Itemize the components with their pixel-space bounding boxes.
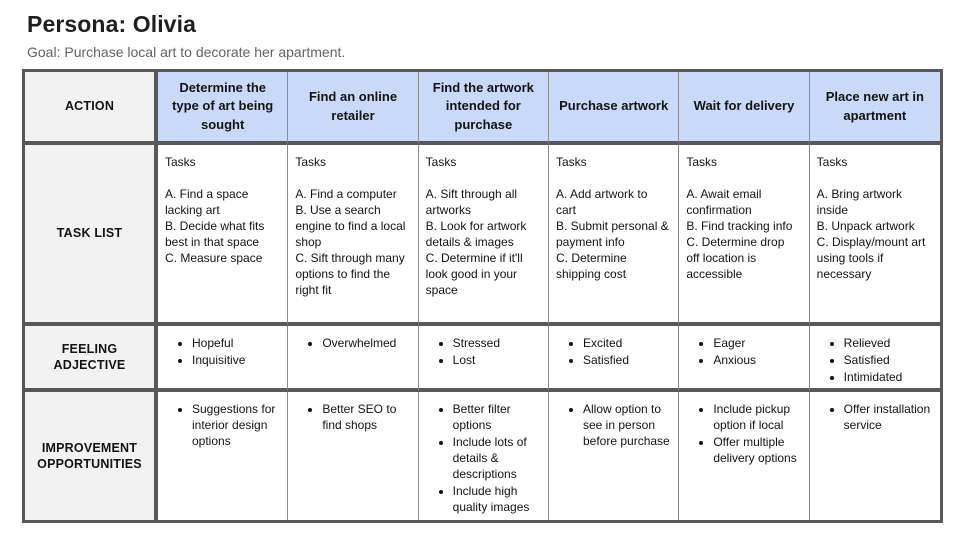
list-item: B. Use a search engine to find a local s… <box>295 203 406 249</box>
feelings-list: EagerAnxious <box>679 326 808 373</box>
list-item: Intimidated <box>844 369 934 385</box>
list-item: Allow option to see in person before pur… <box>583 401 672 449</box>
persona-goal: Goal: Purchase local art to decorate her… <box>27 44 346 60</box>
list-item: Anxious <box>713 352 802 368</box>
list-item: Suggestions for interior design options <box>192 401 281 449</box>
list-item: Include lots of details & descriptions <box>453 434 542 482</box>
list-item: A. Add artwork to cart <box>555 187 648 217</box>
improvements-list: Better SEO to find shops <box>288 392 417 438</box>
list-item: B. Find tracking info <box>686 219 793 233</box>
persona-title: Persona: Olivia <box>27 11 196 37</box>
feelings-list: ExcitedSatisfied <box>549 326 678 373</box>
feelings-cell: EagerAnxious <box>679 326 810 392</box>
list-item: C. Display/mount art using tools if nece… <box>816 235 926 281</box>
row-label-action: ACTION <box>25 72 158 145</box>
list-item: Eager <box>713 335 802 351</box>
list-item: A. Await email confirmation <box>686 187 762 217</box>
list-item: C. Determine drop off location is access… <box>686 235 785 281</box>
list-item: A. Sift through all artworks <box>425 187 518 217</box>
list-item: Satisfied <box>583 352 672 368</box>
list-item: Better SEO to find shops <box>322 401 411 433</box>
feelings-cell: HopefulInquisitive <box>158 326 289 392</box>
stage-header-cell: Place new art in apartment <box>809 72 940 145</box>
list-item: Offer multiple delivery options <box>713 434 802 466</box>
list-item: B. Unpack artwork <box>816 219 915 233</box>
feelings-list: HopefulInquisitive <box>158 326 287 373</box>
list-item: Lost <box>453 352 542 368</box>
tasks-heading: Tasks <box>295 155 327 169</box>
list-item: Hopeful <box>192 335 281 351</box>
list-item: C. Determine shipping cost <box>555 251 627 281</box>
tasks-lines: A. Find a computer B. Use a search engine… <box>295 186 409 298</box>
improvements-cell: Allow option to see in person before pur… <box>549 392 680 520</box>
list-item: Relieved <box>844 335 934 351</box>
list-item: A. Find a space lacking art <box>165 187 249 217</box>
stage-header-cell: Purchase artwork <box>548 72 680 145</box>
feelings-cell: Overwhelmed <box>288 326 419 392</box>
tasks-heading: Tasks <box>816 155 848 169</box>
list-item: Offer installation service <box>844 401 934 433</box>
improvements-list: Better filter optionsInclude lots of det… <box>419 392 548 520</box>
list-item: A. Bring artwork inside <box>816 187 903 217</box>
tasks-heading: Tasks <box>165 155 196 169</box>
tasks-lines: A. Await email confirmation B. Find track… <box>686 186 800 282</box>
list-item: C. Measure space <box>165 251 263 265</box>
list-item: Satisfied <box>844 352 934 368</box>
list-item: C. Sift through many options to find the… <box>295 251 405 297</box>
feelings-cell: ExcitedSatisfied <box>548 326 680 392</box>
feelings-list: Overwhelmed <box>288 326 417 356</box>
list-item: Stressed <box>453 335 542 351</box>
list-item: Include pickup option if local <box>713 401 802 433</box>
stage-header-cell: Find an online retailer <box>288 72 419 145</box>
list-item: A. Find a computer <box>295 187 397 201</box>
tasks-lines: A. Bring artwork inside B. Unpack artwork… <box>817 186 932 282</box>
stage-header-cell: Wait for delivery <box>679 72 810 145</box>
tasks-heading: Tasks <box>425 155 457 169</box>
improvements-cell: Include pickup option if localOffer mult… <box>679 392 810 520</box>
list-item: Excited <box>583 335 672 351</box>
stage-header-cell: Determine the type of art being sought <box>158 72 289 145</box>
improvements-list: Suggestions for interior design options <box>158 392 287 454</box>
task-list-cell: Tasks A. Find a computer B. Use a search … <box>288 145 419 326</box>
list-item: B. Look for artwork details & images <box>425 219 527 249</box>
improvements-cell: Better SEO to find shops <box>288 392 419 520</box>
feelings-list: StressedLost <box>419 326 548 373</box>
task-list-cell: Tasks A. Bring artwork inside B. Unpack a… <box>809 145 940 326</box>
list-item: B. Submit personal & payment info <box>555 219 669 249</box>
list-item: Inquisitive <box>192 352 281 368</box>
improvements-cell: Suggestions for interior design options <box>158 392 289 520</box>
improvements-list: Allow option to see in person before pur… <box>549 392 678 454</box>
improvements-list: Include pickup option if localOffer mult… <box>679 392 808 471</box>
improvements-list: Offer installation service <box>810 392 940 438</box>
list-item: Better filter options <box>453 401 542 433</box>
journey-map-table: ACTION Determine the type of art being s… <box>22 69 943 523</box>
feelings-list: RelievedSatisfiedIntimidated <box>810 326 940 388</box>
improvements-cell: Better filter optionsInclude lots of det… <box>419 392 549 520</box>
feelings-cell: StressedLost <box>418 326 549 392</box>
row-label-improvement-opportunities: IMPROVEMENT OPPORTUNITIES <box>25 392 158 520</box>
list-item: C. Determine if it'll look good in your … <box>425 251 523 297</box>
tasks-heading: Tasks <box>555 155 587 169</box>
feelings-cell: RelievedSatisfiedIntimidated <box>809 326 940 392</box>
list-item: B. Decide what fits best in that space <box>165 219 265 249</box>
task-list-cell: Tasks A. Await email confirmation B. Find… <box>679 145 810 326</box>
list-item: Overwhelmed <box>322 335 411 351</box>
improvements-cell: Offer installation service <box>810 392 940 520</box>
row-label-task-list: TASK LIST <box>25 145 158 326</box>
list-item: Include high quality images <box>453 483 542 515</box>
stage-header-cell: Find the artwork intended for purchase <box>418 72 549 145</box>
row-label-feeling-adjective: FEELING ADJECTIVE <box>25 326 158 392</box>
tasks-heading: Tasks <box>686 155 718 169</box>
